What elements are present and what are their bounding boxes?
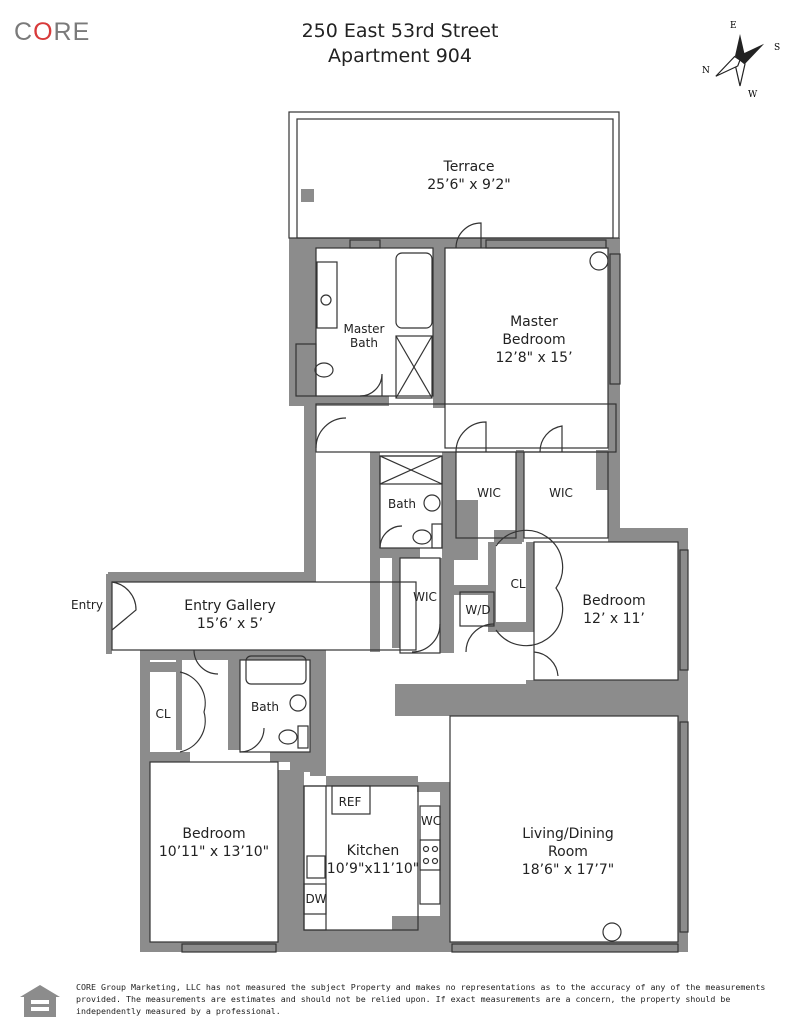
terrace-name: Terrace xyxy=(443,159,495,175)
compass-west: W xyxy=(748,90,758,100)
master-bedroom-dims: 12’8" x 15’ xyxy=(495,350,573,366)
terrace-label: Terrace 25’6" x 9’2" xyxy=(427,158,511,194)
dw-label: DW xyxy=(305,892,327,906)
walls xyxy=(106,238,688,952)
logo-text: CORE xyxy=(14,18,91,46)
cl-1-label: CL xyxy=(510,577,526,591)
entry-gallery-name: Entry Gallery xyxy=(184,598,276,614)
living-name-1: Living/Dining xyxy=(522,826,614,842)
entry-gallery-dims: 15’6’ x 5’ xyxy=(196,616,264,632)
terrace-dims: 25’6" x 9’2" xyxy=(427,177,511,193)
entry-label: Entry xyxy=(71,598,103,612)
living-label: Living/Dining Room 18’6" x 17’7" xyxy=(522,825,614,879)
equal-housing-icon xyxy=(20,985,60,1017)
bedroom-2-name: Bedroom xyxy=(582,593,646,609)
core-logo: CORE xyxy=(14,20,90,45)
bedroom-3-dims: 10’11" x 13’10" xyxy=(158,844,270,860)
bedroom-2-dims: 12’ x 11’ xyxy=(583,611,645,627)
wd-label: W/D xyxy=(465,603,491,617)
room-outlines xyxy=(111,111,689,953)
master-bedroom-name-1: Master xyxy=(510,314,558,330)
wic-2-label: WIC xyxy=(549,486,573,500)
terrace-fixture xyxy=(301,189,314,202)
unit-title: Apartment 904 xyxy=(328,45,472,67)
wic-3-label: WIC xyxy=(413,590,437,604)
master-bath-name-2: Bath xyxy=(350,336,378,350)
bedroom-3-label: Bedroom 10’11" x 13’10" xyxy=(159,825,269,861)
compass-east: E xyxy=(730,21,737,31)
ref-label: REF xyxy=(338,795,362,809)
master-bedroom-label: Master Bedroom 12’8" x 15’ xyxy=(495,313,572,367)
master-bath-label: Master Bath xyxy=(344,322,385,350)
kitchen-name: Kitchen xyxy=(346,843,400,859)
wc-label: WC xyxy=(420,814,442,828)
bedroom-2-label: Bedroom 12’ x 11’ xyxy=(582,592,645,628)
living-name-2: Room xyxy=(548,844,588,860)
entry-gallery-label: Entry Gallery 15’6’ x 5’ xyxy=(184,597,276,633)
compass-north: N xyxy=(702,66,710,76)
living-dims: 18’6" x 17’7" xyxy=(521,862,615,878)
compass-south: S xyxy=(774,43,780,53)
kitchen-dims: 10’9"x11’10" xyxy=(326,861,420,877)
kitchen-label: Kitchen 10’9"x11’10" xyxy=(327,842,419,878)
master-bedroom-name-2: Bedroom xyxy=(502,332,566,348)
wic-1-label: WIC xyxy=(477,486,501,500)
bedroom-3-name: Bedroom xyxy=(182,826,246,842)
bath-left-label: Bath xyxy=(251,700,279,714)
bath-center-label: Bath xyxy=(388,497,416,511)
disclaimer-text: CORE Group Marketing, LLC has not measur… xyxy=(76,982,766,1016)
cl-2-label: CL xyxy=(155,707,171,721)
address-title: 250 East 53rd Street xyxy=(301,20,499,42)
compass-icon: E S N W xyxy=(702,21,780,100)
master-bath-name-1: Master xyxy=(343,322,385,336)
